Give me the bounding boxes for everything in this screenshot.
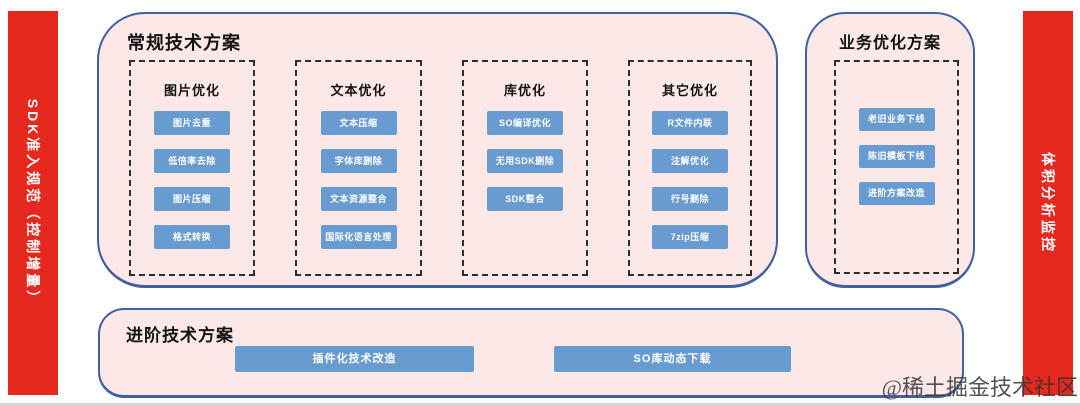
node-r-file-inline: R文件内联 <box>652 111 728 135</box>
node-format-conversion: 格式转换 <box>154 225 230 249</box>
node-so-compile-optimization: SO编译优化 <box>487 111 563 135</box>
node-7zip-compression: 7zip压缩 <box>652 225 728 249</box>
node-legacy-business-offline: 老旧业务下线 <box>858 108 935 131</box>
node-sdk-merge: SDK整合 <box>487 187 563 211</box>
group-other-optimization-title: 其它优化 <box>661 83 718 98</box>
node-advanced-plan-refactor: 进阶方案改造 <box>858 182 935 205</box>
group-library-optimization: 库优化 SO编译优化 无用SDK删除 SDK整合 <box>462 60 588 276</box>
group-image-optimization-title: 图片优化 <box>163 83 220 98</box>
node-stale-template-offline: 陈旧模板下线 <box>858 145 935 168</box>
group-business-items: 老旧业务下线 陈旧模板下线 进阶方案改造 <box>834 60 959 274</box>
panel-regular-solutions: 常规技术方案 图片优化 图片去重 低倍率去除 图片压缩 格式转换 文本优化 文本… <box>97 12 778 288</box>
juejin-watermark: @稀土掘金技术社区 <box>881 375 1078 400</box>
panel-business-optimization: 业务优化方案 老旧业务下线 陈旧模板下线 进阶方案改造 <box>805 12 975 288</box>
sdk-admission-bar: SDK准入规范（控制增量） <box>8 11 58 395</box>
node-unused-sdk-removal: 无用SDK删除 <box>487 149 563 173</box>
node-font-library-removal: 字体库删除 <box>320 149 397 173</box>
business-optimization-title: 业务优化方案 <box>838 35 941 52</box>
group-text-optimization-title: 文本优化 <box>330 83 387 98</box>
bottom-hairline <box>0 403 1080 405</box>
node-low-density-removal: 低倍率去除 <box>154 149 230 173</box>
group-text-optimization: 文本优化 文本压缩 字体库删除 文本资源整合 国际化语言处理 <box>295 60 422 276</box>
sdk-admission-label: SDK准入规范（控制增量） <box>25 98 41 308</box>
group-library-optimization-title: 库优化 <box>503 83 546 98</box>
node-line-number-removal: 行号删除 <box>652 187 728 211</box>
regular-solutions-title: 常规技术方案 <box>127 33 241 53</box>
node-i18n-language-processing: 国际化语言处理 <box>320 225 397 249</box>
size-analysis-monitor-bar: 体积分析监控 <box>1023 11 1073 395</box>
node-so-dynamic-download: SO库动态下载 <box>554 346 791 372</box>
node-image-compression: 图片压缩 <box>154 187 230 211</box>
node-pluginization-refactor: 插件化技术改造 <box>235 346 474 372</box>
panel-advanced-solutions: 进阶技术方案 插件化技术改造 SO库动态下载 <box>98 308 964 398</box>
node-image-dedup: 图片去重 <box>154 111 230 135</box>
group-image-optimization: 图片优化 图片去重 低倍率去除 图片压缩 格式转换 <box>129 60 255 276</box>
node-text-resource-merge: 文本资源整合 <box>320 187 397 211</box>
size-analysis-monitor-label: 体积分析监控 <box>1040 152 1056 254</box>
group-other-optimization: 其它优化 R文件内联 注解优化 行号删除 7zip压缩 <box>628 60 752 276</box>
node-text-compression: 文本压缩 <box>320 111 397 135</box>
advanced-solutions-title: 进阶技术方案 <box>126 326 234 345</box>
node-annotation-optimization: 注解优化 <box>652 149 728 173</box>
